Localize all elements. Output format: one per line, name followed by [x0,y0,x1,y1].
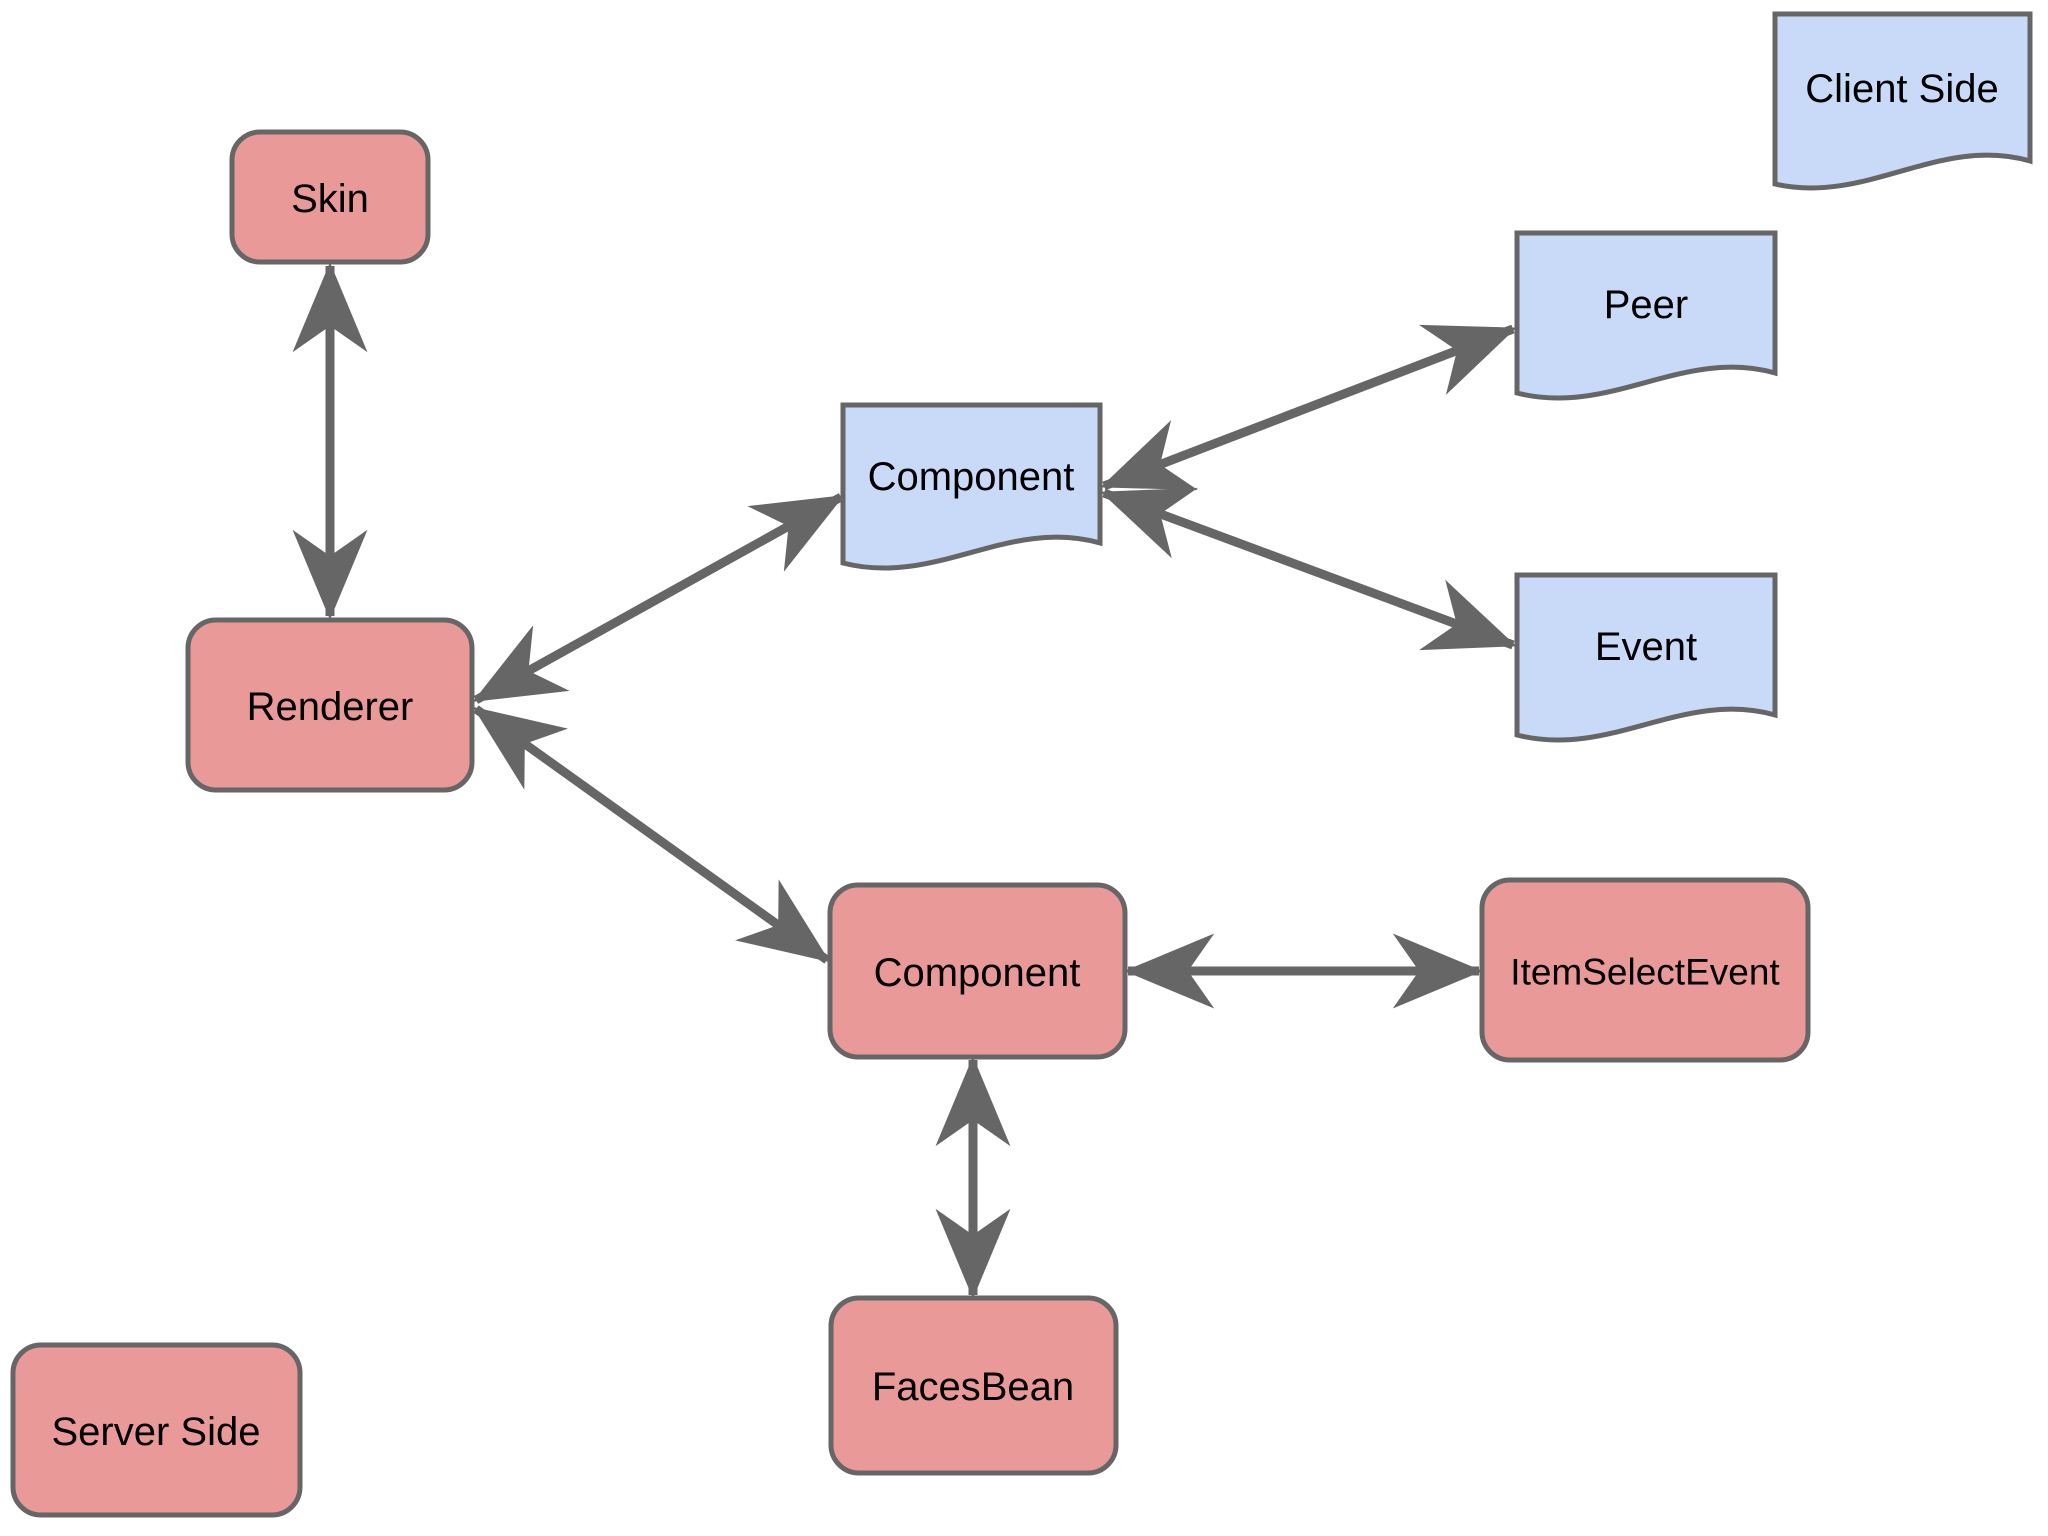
server-side-label: Server Side [52,1410,261,1454]
client-side-doc [1772,11,2033,191]
edge-component-client-event [1100,487,1517,651]
event-doc [1514,572,1778,743]
peer-label: Peer [1604,283,1689,327]
node-item-select-event: ItemSelectEvent [1479,877,1811,1063]
peer-doc [1514,230,1778,401]
node-faces-bean: FacesBean [828,1295,1119,1476]
edge-component-client-peer [1100,324,1517,491]
node-skin: Skin [229,129,431,265]
component-server-label: Component [874,951,1081,995]
component-client-doc [840,402,1103,571]
server-side-box [10,1342,303,1518]
node-component-client: Component [840,402,1103,571]
item-select-event-label: ItemSelectEvent [1510,952,1780,993]
component-client-label: Component [868,455,1075,499]
component-server-box [827,882,1128,1060]
edges [292,262,1517,1299]
node-server-side: Server Side [10,1342,303,1518]
node-peer: Peer [1514,230,1778,401]
client-side-label: Client Side [1805,67,1998,111]
renderer-box [185,617,475,793]
node-event: Event [1514,572,1778,743]
faces-bean-box [828,1295,1119,1476]
event-label: Event [1595,625,1697,669]
node-client-side: Client Side [1772,11,2033,191]
faces-bean-label: FacesBean [872,1365,1074,1409]
node-component-server: Component [827,882,1128,1060]
skin-box [229,129,431,265]
item-select-event-box [1479,877,1811,1063]
renderer-label: Renderer [247,685,414,729]
node-renderer: Renderer [185,617,475,793]
skin-label: Skin [291,177,369,221]
edge-renderer-component-server [472,705,831,964]
edge-renderer-component-client [472,493,845,704]
